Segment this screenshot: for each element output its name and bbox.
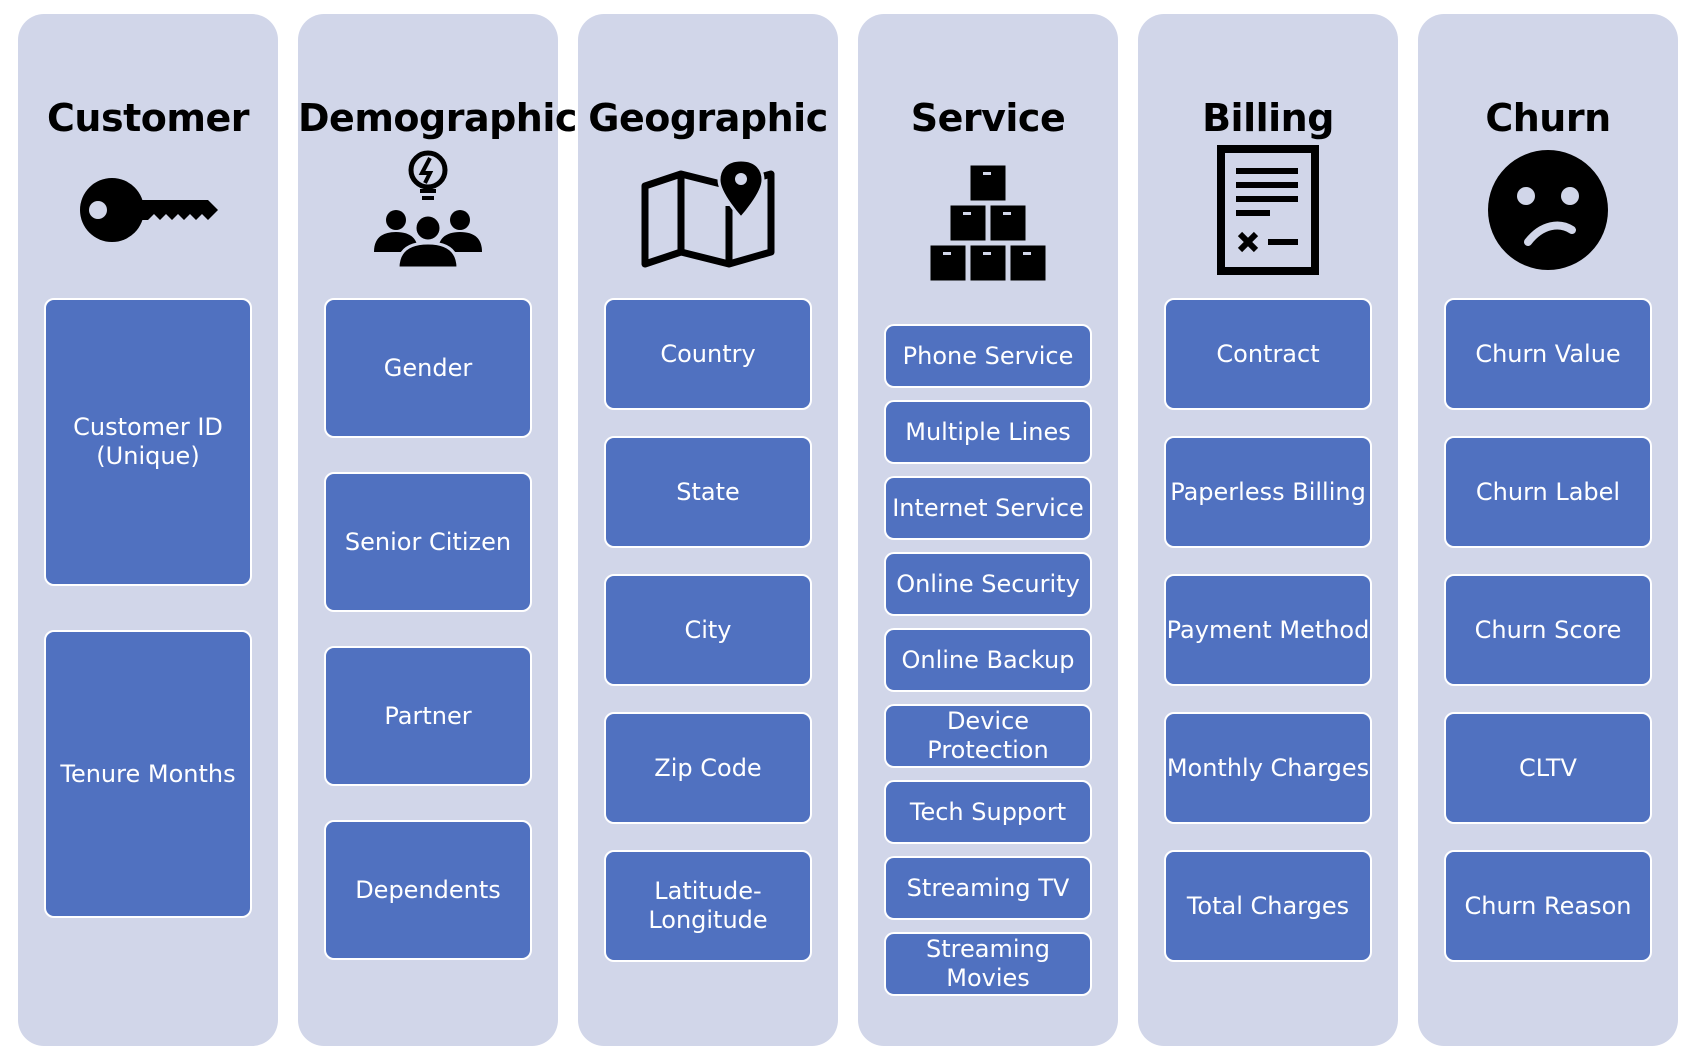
field-box: Churn Score bbox=[1444, 574, 1652, 686]
field-box: Multiple Lines bbox=[884, 400, 1092, 464]
column-title: Churn bbox=[1485, 96, 1611, 140]
field-box: Country bbox=[604, 298, 812, 410]
column-title: Service bbox=[910, 96, 1066, 140]
column-customer: Customer Customer ID (Unique) Tenure Mon… bbox=[18, 14, 278, 1046]
column-geographic: Geographic Country State City Zip Code L… bbox=[578, 14, 838, 1046]
boxes-stack-icon bbox=[927, 162, 1049, 284]
field-box: Churn Value bbox=[1444, 298, 1652, 410]
field-box: Tenure Months bbox=[44, 630, 252, 918]
field-box: Contract bbox=[1164, 298, 1372, 410]
field-box: Tech Support bbox=[884, 780, 1092, 844]
column-service: Service Phone Service Multiple Lines Int… bbox=[858, 14, 1118, 1046]
sad-face-icon bbox=[1488, 150, 1608, 270]
field-box: Customer ID (Unique) bbox=[44, 298, 252, 586]
field-box: Churn Label bbox=[1444, 436, 1652, 548]
field-box: Streaming TV bbox=[884, 856, 1092, 920]
invoice-icon bbox=[1217, 145, 1319, 275]
field-box: CLTV bbox=[1444, 712, 1652, 824]
field-box: City bbox=[604, 574, 812, 686]
field-box: State bbox=[604, 436, 812, 548]
column-churn: Churn Churn Value Churn Label Churn Scor… bbox=[1418, 14, 1678, 1046]
field-box: Phone Service bbox=[884, 324, 1092, 388]
column-title: Demographic bbox=[298, 96, 577, 140]
field-box: Senior Citizen bbox=[324, 472, 532, 612]
field-box: Churn Reason bbox=[1444, 850, 1652, 962]
field-box: Monthly Charges bbox=[1164, 712, 1372, 824]
field-box: Internet Service bbox=[884, 476, 1092, 540]
column-title: Geographic bbox=[588, 96, 828, 140]
field-box: Dependents bbox=[324, 820, 532, 960]
field-box: Online Backup bbox=[884, 628, 1092, 692]
column-title: Customer bbox=[47, 96, 249, 140]
field-box: Partner bbox=[324, 646, 532, 786]
key-icon bbox=[80, 178, 218, 242]
map-pin-icon bbox=[641, 158, 775, 268]
column-title: Billing bbox=[1202, 96, 1334, 140]
field-box: Online Security bbox=[884, 552, 1092, 616]
field-box: Zip Code bbox=[604, 712, 812, 824]
field-box: Streaming Movies bbox=[884, 932, 1092, 996]
field-box: Payment Method bbox=[1164, 574, 1372, 686]
field-box: Latitude- Longitude bbox=[604, 850, 812, 962]
field-box: Total Charges bbox=[1164, 850, 1372, 962]
field-box: Paperless Billing bbox=[1164, 436, 1372, 548]
column-demographic: Demographic Gender Senior Citizen Partne… bbox=[298, 14, 577, 1046]
column-billing: Billing Contract Paperless Billing Payme… bbox=[1138, 14, 1398, 1046]
field-box: Gender bbox=[324, 298, 532, 438]
people-idea-icon bbox=[374, 150, 482, 268]
field-box: Device Protection bbox=[884, 704, 1092, 768]
